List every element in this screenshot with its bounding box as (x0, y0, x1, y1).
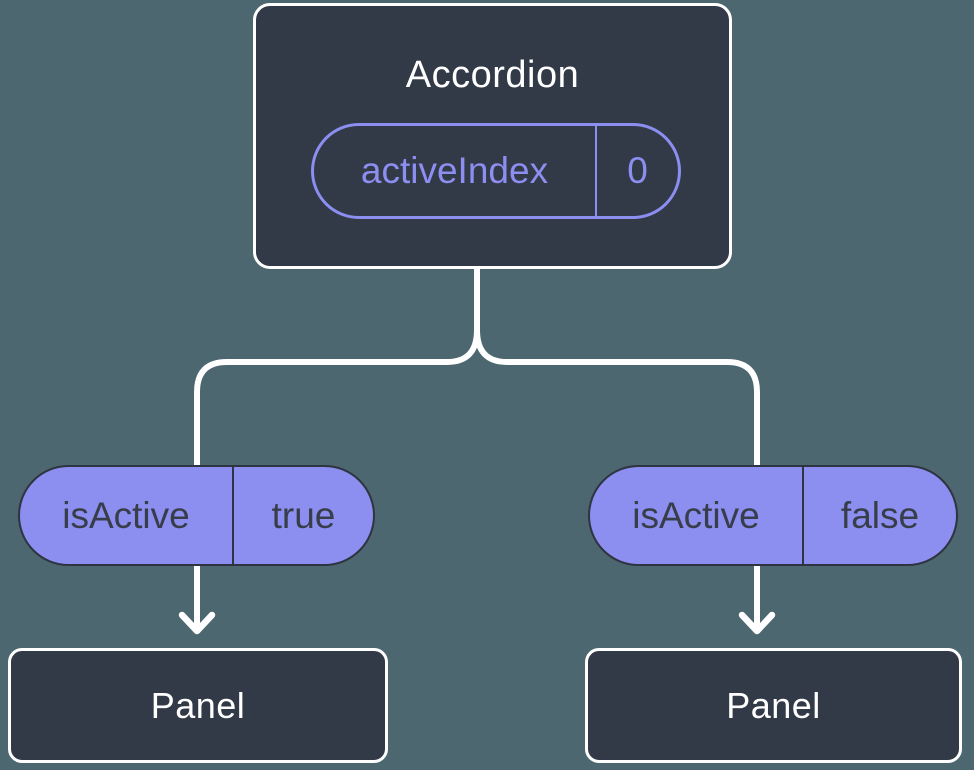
prop-name-label: isActive (62, 494, 190, 536)
panel-node-right: Panel (585, 648, 962, 763)
state-name-label: activeIndex (360, 150, 549, 191)
prop-name-label: isActive (632, 494, 760, 536)
arrow-down-right-icon (738, 611, 776, 635)
accordion-node: Accordion activeIndex 0 (253, 3, 732, 269)
pill-divider (802, 467, 804, 564)
pill-divider (595, 126, 597, 216)
prop-value-label: true (271, 494, 336, 536)
arrow-down-left-icon (178, 611, 216, 635)
pill-divider (232, 467, 234, 564)
connector-left-branch (194, 266, 480, 627)
panel-node-title: Panel (726, 684, 821, 726)
accordion-node-title: Accordion (405, 54, 580, 96)
panel-node-left: Panel (8, 648, 388, 763)
prop-pill-isActive-false: isActive false (588, 465, 958, 566)
state-pill-activeIndex: activeIndex 0 (311, 123, 681, 219)
connector-right-branch (474, 266, 760, 627)
prop-value-label: false (840, 494, 920, 536)
panel-node-title: Panel (150, 684, 246, 726)
state-value-label: 0 (627, 150, 648, 191)
prop-pill-isActive-true: isActive true (18, 465, 375, 566)
